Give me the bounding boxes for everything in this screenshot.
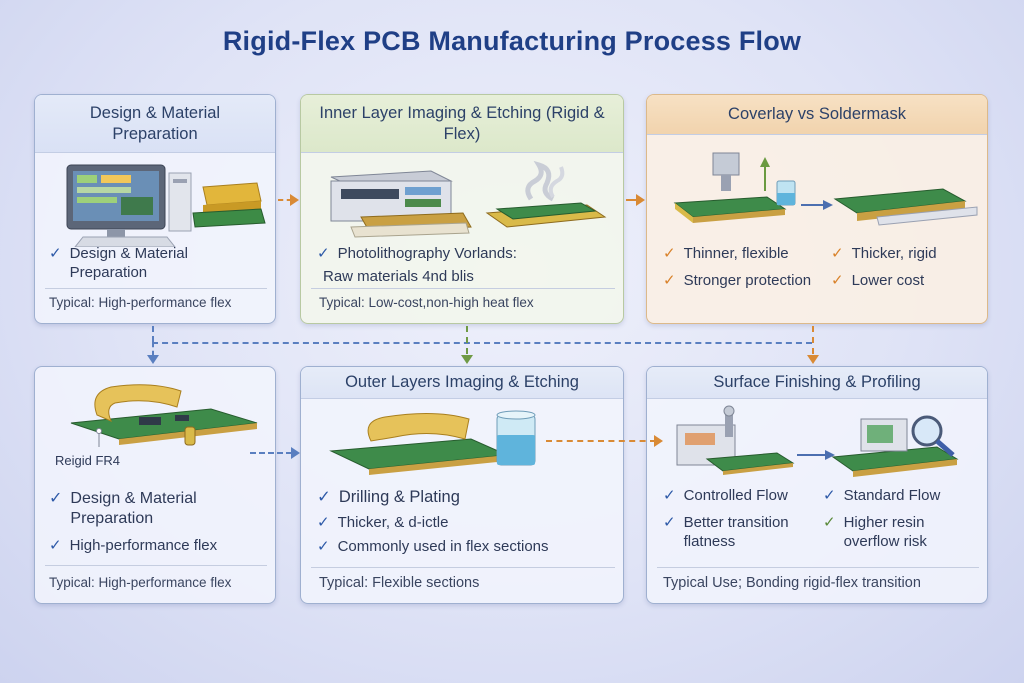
list-item: ✓ Design & Material Preparation [49,245,188,281]
list-item: ✓ Photolithography Vorlands: [317,245,517,262]
rigid-flex-board-illustration [70,384,258,447]
list-item: ✓ Controlled Flow [663,487,788,504]
check-icon: ✓ [663,513,676,531]
check-icon: ✓ [823,487,836,504]
surface-finishing-illustration [676,405,959,477]
arrow-head-icon [147,355,159,364]
connector-arrow [626,199,638,201]
comparison-list: ✓ Thinner, flexible ✓ Thicker, rigid ✓ S… [663,245,983,291]
list-item: ✓ Lower cost [831,271,925,289]
bullet-list: ✓ Photolithography Vorlands: Raw materia… [317,245,617,291]
list-item: ✓ High-performance flex [49,537,218,554]
check-icon: ✓ [317,513,330,531]
check-icon: ✓ [49,537,62,554]
check-icon: ✓ [831,245,844,262]
computer-illustration [66,164,266,247]
typical-note: Typical: Low-cost,non-high heat flex [319,295,534,310]
check-icon: ✓ [831,271,844,289]
card-heading: Outer Layers Imaging & Etching [301,367,623,399]
typical-note: Typical: High-performance flex [49,295,232,310]
connector-line [812,326,814,354]
row-connector [152,342,812,344]
card-heading: Surface Finishing & Profiling [647,367,987,399]
coverlay-illustration [673,152,978,226]
list-item: ✓ Commonly used in flex sections [317,538,549,556]
list-item: ✓ Thinner, flexible [663,245,789,262]
list-item: Raw materials 4nd blis [323,267,474,285]
list-item: ✓ Thicker, & d-ictle [317,513,449,531]
check-icon: ✓ [317,538,330,556]
typical-note: Typical: Flexible sections [319,575,480,591]
check-icon: ✓ [49,245,62,262]
bullet-list: ✓ Drilling & Plating ✓ Thicker, & d-ictl… [317,487,617,561]
connector-line [152,326,154,342]
check-icon: ✓ [663,271,676,289]
bullet-list: ✓ Design & Material Preparation [49,245,269,287]
comparison-list: ✓ Controlled Flow ✓ Standard Flow ✓ Bett… [663,487,983,551]
check-icon: ✓ [317,488,331,506]
list-item: ✓ Drilling & Plating [317,488,460,506]
connector-line [466,326,468,354]
page-title: Rigid-Flex PCB Manufacturing Process Flo… [222,26,802,56]
arrow-head-icon [291,447,300,459]
imaging-machine-illustration [330,160,607,238]
arrow-head-icon [636,194,645,206]
list-item: ✓ Standard Flow [823,487,941,504]
list-item: ✓ Thicker, rigid [831,245,937,262]
check-icon: ✓ [823,513,836,531]
card-outer-layers: Outer Layers Imaging & Etching ✓ Drillin… [300,366,624,604]
card-heading: Coverlay vs Soldermask [647,95,987,135]
card-heading: Inner Layer Imaging & Etching (Rigid & F… [301,95,623,153]
typical-note: Typical: High-performance flex [49,575,232,590]
connector-arrow [250,452,292,454]
card-design-material: Design & Material Preparation ✓ Design &… [34,94,276,324]
connector-arrow [546,440,656,442]
arrow-head-icon [654,435,663,447]
card-surface-finishing: Surface Finishing & Profiling ✓ Controll… [646,366,988,604]
card-heading: Design & Material Preparation [35,95,275,153]
card-inner-layer: Inner Layer Imaging & Etching (Rigid & F… [300,94,624,324]
check-icon: ✓ [49,490,63,507]
typical-note: Typical Use; Bonding rigid-flex transiti… [663,575,921,591]
list-item: ✓ Better transition flatness [663,513,789,550]
card-coverlay-soldermask: Coverlay vs Soldermask ✓ Thinner, flexib… [646,94,988,324]
check-icon: ✓ [663,487,676,504]
list-item: ✓ Stronger protection [663,271,812,289]
outer-layer-illustration [329,410,536,475]
bullet-list: ✓ Design & Material Preparation ✓ High-p… [49,489,271,560]
rigid-fr4-label: Reigid FR4 [55,453,121,468]
arrow-head-icon [807,355,819,364]
list-item: ✓ Design & Material Preparation [49,490,197,527]
card-rigid-fr4: Reigid FR4 ✓ Design & Material Preparati… [34,366,276,604]
list-item: ✓ Higher resin overflow risk [823,513,927,550]
connector-arrow [278,199,292,201]
check-icon: ✓ [663,245,676,262]
connector-line [152,342,154,356]
arrow-head-icon [461,355,473,364]
arrow-head-icon [290,194,299,206]
check-icon: ✓ [317,245,330,262]
